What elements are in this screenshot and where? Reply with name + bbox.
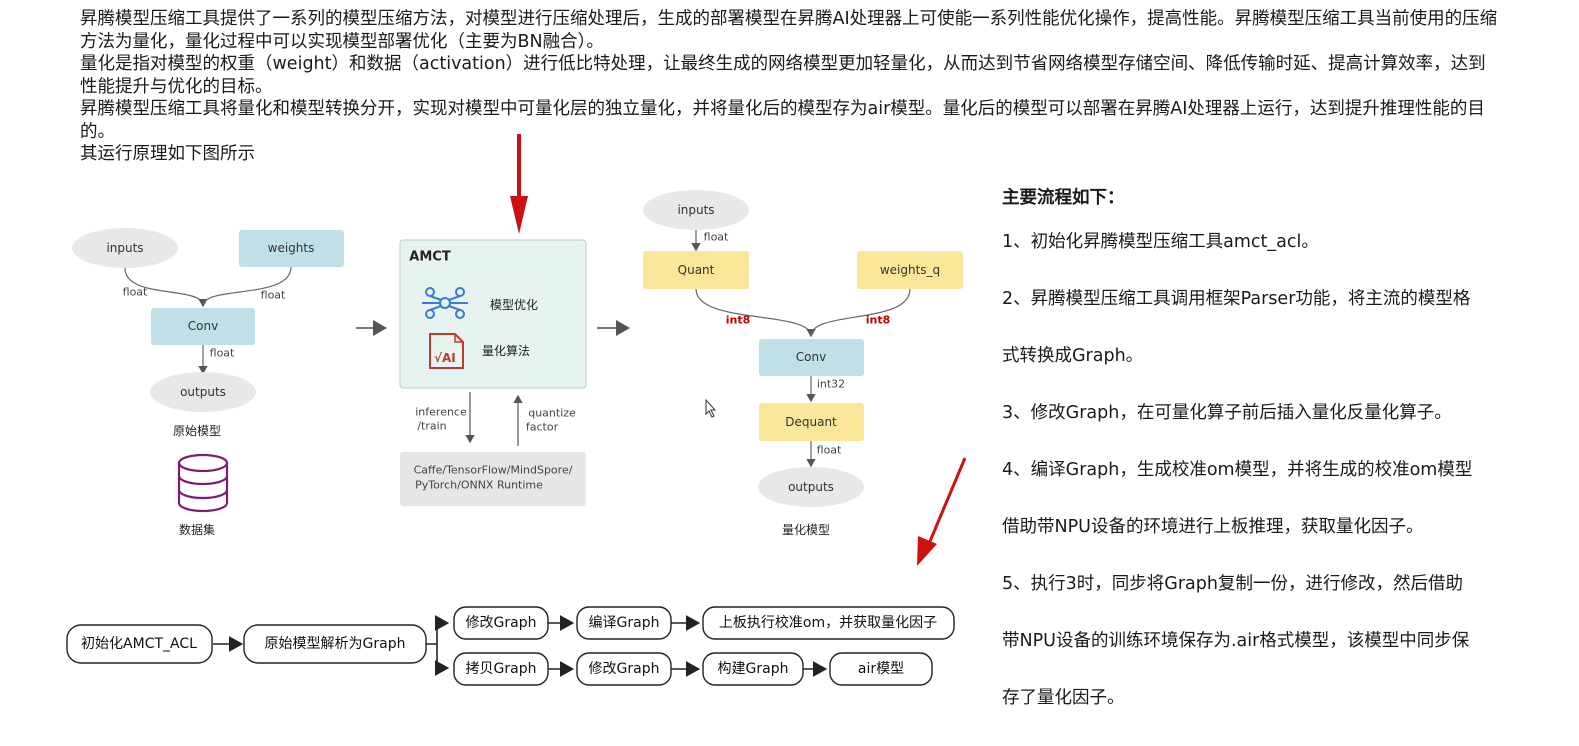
orig-float-label: float <box>260 288 286 302</box>
flow-bottom-label: air模型 <box>857 661 905 677</box>
flow-box-bottom <box>829 652 933 686</box>
flow-box-init <box>66 624 213 664</box>
step-line: 存了量化因子。 <box>1002 688 1125 708</box>
intro-line: 昇腾模型压缩工具提供了一系列的模型压缩方法，对模型进行压缩处理后，生成的部署模型… <box>80 9 1498 52</box>
flow-bottom-label: 拷贝Graph <box>465 661 537 677</box>
flow-parse-label: 原始模型解析为Graph <box>264 636 406 652</box>
flow-connector <box>426 615 450 645</box>
database-icon <box>177 453 229 513</box>
weights-q-node <box>857 251 963 289</box>
quant-edge <box>695 288 816 338</box>
intro-line: 昇腾模型压缩工具将量化和模型转换分开，实现对模型中可量化层的独立量化，并将量化后… <box>80 99 1485 142</box>
step-line: 借助带NPU设备的环境进行上板推理，获取量化因子。 <box>1002 517 1424 537</box>
step-line: 1、初始化昇腾模型压缩工具amct_acl。 <box>1002 232 1319 252</box>
quant-conv-node <box>759 339 864 376</box>
flow-connector <box>434 644 450 676</box>
amct-title: AMCT <box>409 249 451 265</box>
amct-item-model-optimize: 模型优化 <box>489 298 539 312</box>
quant-edge <box>810 288 911 337</box>
orig-float-label: float <box>122 285 148 299</box>
flow-top-label: 上板执行校准om，并获取量化因子 <box>718 615 938 631</box>
orig-conv-label: Conv <box>187 319 219 333</box>
int8-label: int8 <box>865 313 891 327</box>
flow-bottom-label: 修改Graph <box>588 661 660 677</box>
quant-conv-label: Conv <box>795 350 827 364</box>
quant-float-label: float <box>703 230 729 244</box>
intro-line: 量化是指对模型的权重（weight）和数据（activation）进行低比特处理… <box>80 54 1486 97</box>
amct-up-label: factor <box>525 420 559 434</box>
step-line: 4、编译Graph，生成校准om模型，并将生成的校准om模型 <box>1002 460 1473 480</box>
dataset-caption: 数据集 <box>178 523 216 537</box>
red-annotation-arrow <box>917 457 967 566</box>
orig-conv-node <box>151 308 255 345</box>
step-line: 式转换成Graph。 <box>1002 346 1144 366</box>
mouse-cursor-icon <box>705 398 717 418</box>
orig-outputs-node <box>150 372 256 412</box>
step-line: 带NPU设备的训练环境保存为.air格式模型，该模型中同步保 <box>1002 631 1470 651</box>
orig-inputs-node <box>72 228 178 268</box>
red-annotation-arrow <box>510 134 528 234</box>
quant-float-label: float <box>816 443 842 457</box>
orig-float-label: float <box>209 346 235 360</box>
amct-down-label: /train <box>417 419 447 433</box>
weights-q-label: weights_q <box>879 263 941 277</box>
orig-inputs-label: inputs <box>106 241 144 255</box>
int8-label: int8 <box>725 313 751 327</box>
orig-edge <box>124 267 208 308</box>
runtime-label: PyTorch/ONNX Runtime <box>415 478 543 492</box>
original-model-caption: 原始模型 <box>172 424 222 438</box>
orig-edge <box>202 266 292 307</box>
quant-outputs-node <box>758 467 864 507</box>
int32-label: int32 <box>816 377 846 391</box>
intro-text: 昇腾模型压缩工具提供了一系列的模型压缩方法，对模型进行压缩处理后，生成的部署模型… <box>80 8 1500 166</box>
quant-outputs-label: outputs <box>788 480 834 494</box>
quant-inputs-label: inputs <box>677 203 715 217</box>
sqrt-formula-icon: √AI <box>429 333 464 369</box>
step-line: 2、昇腾模型压缩工具调用框架Parser功能，将主流的模型格 <box>1002 289 1471 309</box>
orig-outputs-label: outputs <box>180 385 226 399</box>
dequant-label: Dequant <box>785 415 837 429</box>
steps-heading: 主要流程如下： <box>1002 188 1125 208</box>
orig-weights-label: weights <box>267 241 315 255</box>
runtime-box <box>400 452 586 506</box>
amct-item-quant-algorithm: 量化算法 <box>481 344 531 358</box>
step-line: 3、修改Graph，在可量化算子前后插入量化反量化算子。 <box>1002 403 1452 423</box>
quant-node <box>643 251 749 289</box>
amct-up-label: quantize <box>528 406 576 420</box>
dequant-node <box>759 403 864 441</box>
steps-panel: 主要流程如下： 1、初始化昇腾模型压缩工具amct_acl。 2、昇腾模型压缩工… <box>1002 182 1562 727</box>
step-line: 5、执行3时，同步将Graph复制一份，进行修改，然后借助 <box>1002 574 1463 594</box>
flow-bottom-label: 构建Graph <box>717 661 789 677</box>
flow-init-label: 初始化AMCT_ACL <box>81 636 197 652</box>
runtime-label: Caffe/TensorFlow/MindSpore/ <box>413 463 573 477</box>
quantized-model-caption: 量化模型 <box>781 523 831 537</box>
flow-box-top <box>702 606 955 640</box>
flow-top-label: 修改Graph <box>465 615 537 631</box>
orig-weights-node <box>239 230 344 267</box>
quant-label: Quant <box>677 263 715 277</box>
amct-box <box>399 239 587 389</box>
intro-line: 其运行原理如下图所示 <box>80 144 255 164</box>
network-icon <box>422 287 468 319</box>
quant-inputs-node <box>643 190 749 230</box>
amct-down-label: inference <box>415 405 467 419</box>
flow-top-label: 编译Graph <box>588 615 660 631</box>
svg-text:√AI: √AI <box>434 351 456 365</box>
